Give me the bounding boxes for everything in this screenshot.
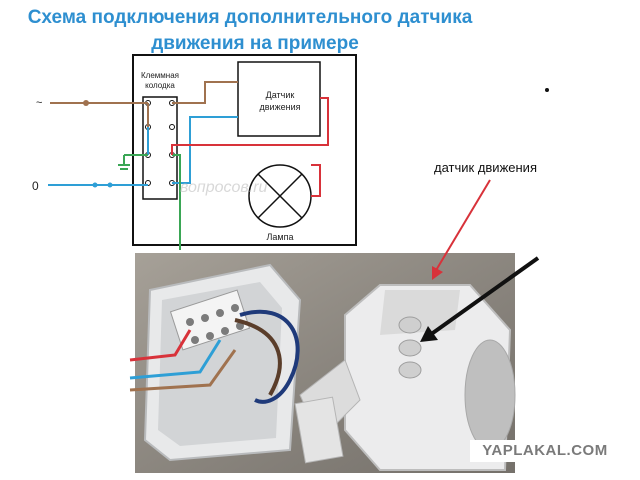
site-watermark: YAPLAKAL.COM (470, 440, 620, 462)
phase-node (83, 100, 89, 106)
ground-wire (118, 154, 181, 250)
load-wire (171, 97, 329, 197)
phase-wire (50, 81, 238, 127)
diagram-title-line2: движения на примере (151, 33, 359, 54)
terminal-block (142, 96, 178, 200)
neutral-symbol: 0 (32, 179, 39, 193)
lamp-label: Лампа (267, 232, 294, 242)
diagram-watermark: вопросов.ru (180, 179, 268, 196)
red-annotation-arrow (434, 179, 491, 273)
terminal-block-label-1: Клеммная (141, 71, 179, 80)
motion-sensor-annotation: датчик движения (434, 160, 537, 175)
black-annotation-arrow (428, 256, 540, 337)
terminal-strip (169, 289, 251, 351)
phase-symbol: ~ (36, 97, 42, 109)
motion-sensor-label-1: Датчик (266, 90, 295, 100)
sensor-lens (464, 339, 516, 451)
stray-dot (545, 88, 549, 92)
photo-sensor-installation (129, 253, 516, 473)
motion-sensor-label-2: движения (260, 102, 301, 112)
enclosure-box (132, 54, 357, 246)
diagram-title-line1: Схема подключения дополнительного датчик… (27, 7, 473, 28)
terminal-block-label-2: колодка (145, 81, 175, 90)
